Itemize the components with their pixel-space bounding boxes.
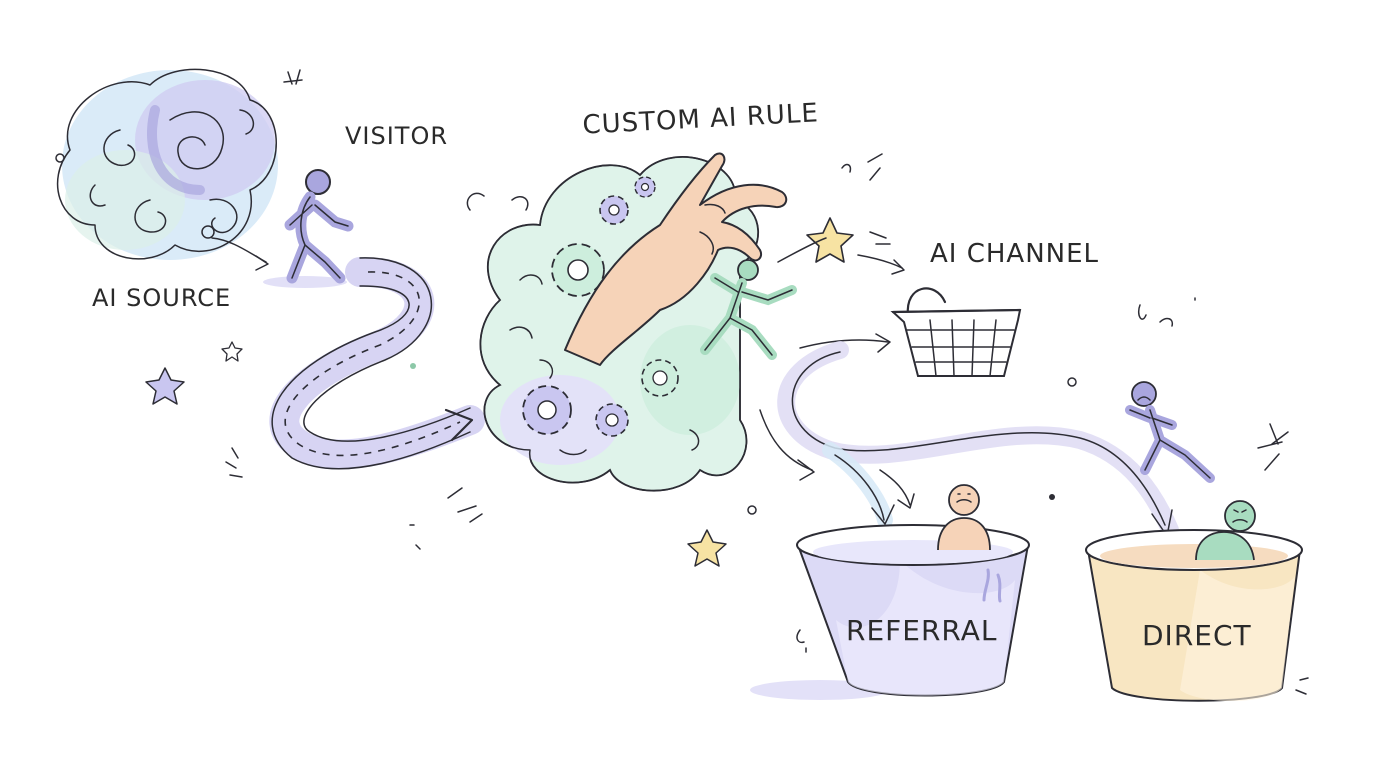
bucket-icon	[750, 484, 1030, 700]
ai-source-label: AI SOURCE	[92, 284, 231, 312]
walking-person-icon	[700, 259, 797, 360]
star-icon	[145, 341, 416, 478]
gear-icon	[522, 176, 679, 437]
basket-icon	[890, 287, 1022, 377]
sad-face-icon	[1067, 297, 1289, 483]
hand-icon	[564, 152, 788, 366]
walking-person-icon	[263, 169, 354, 288]
flow-arrows	[759, 341, 1179, 539]
ai-channel-label: AI CHANNEL	[930, 239, 1099, 269]
bucket-icon	[1085, 500, 1309, 702]
star-icon	[409, 487, 1055, 567]
swirl-cloud-icon	[55, 68, 303, 260]
direct-label: DIRECT	[1142, 619, 1252, 652]
visitor-label: VISITOR	[345, 122, 448, 150]
custom-ai-rule-label: CUSTOM AI RULE	[582, 98, 820, 140]
star-icon	[777, 153, 905, 275]
referral-label: REFERRAL	[846, 614, 997, 647]
winding-path	[269, 256, 485, 470]
